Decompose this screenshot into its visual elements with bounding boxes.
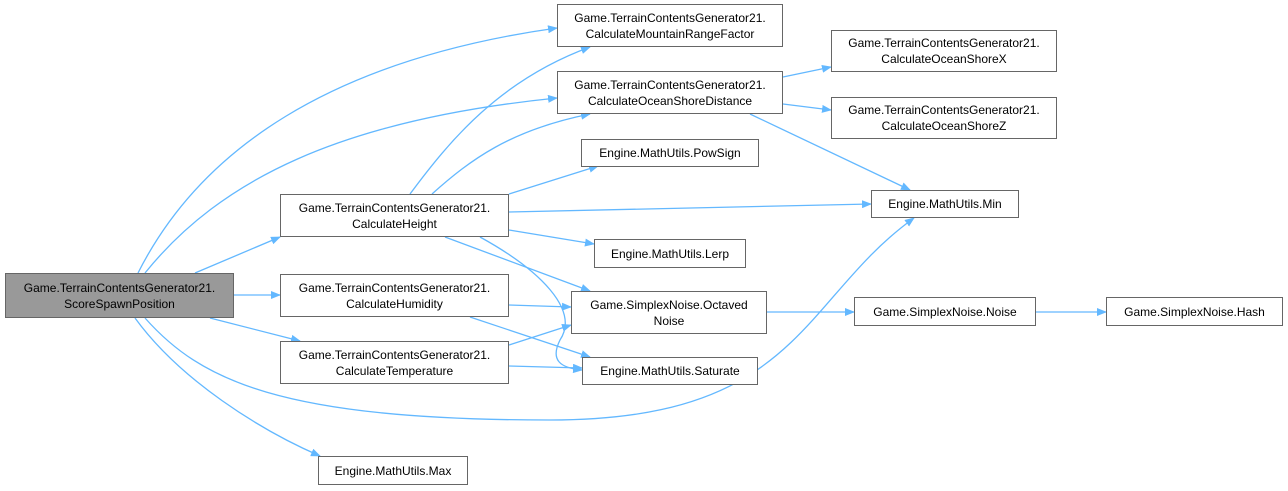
node-calculate-ocean-shore-distance[interactable]: Game.TerrainContentsGenerator21. Calcula… — [557, 71, 783, 114]
node-label: Game.TerrainContentsGenerator21. — [298, 347, 491, 362]
node-mathutils-min[interactable]: Engine.MathUtils.Min — [871, 190, 1019, 218]
node-label: CalculateOceanShoreDistance — [587, 93, 753, 108]
node-label: ScoreSpawnPosition — [64, 296, 175, 311]
edge-ocean-to-min — [749, 113, 911, 191]
node-simplex-noise[interactable]: Game.SimplexNoise.Noise — [854, 297, 1036, 326]
edge-height-to-oct — [444, 236, 591, 292]
node-calculate-height[interactable]: Game.TerrainContentsGenerator21. Calcula… — [280, 194, 509, 237]
edge-height-to-min — [508, 200, 872, 213]
node-calculate-ocean-shore-z[interactable]: Game.TerrainContentsGenerator21. Calcula… — [831, 97, 1057, 139]
edge-root-to-height — [194, 236, 281, 274]
node-label: Engine.MathUtils.Min — [888, 197, 1002, 211]
node-label: CalculateOceanShoreZ — [881, 119, 1007, 133]
node-mathutils-powsign[interactable]: Engine.MathUtils.PowSign — [581, 139, 759, 167]
node-calculate-mountain-range-factor[interactable]: Game.TerrainContentsGenerator21. Calcula… — [557, 4, 783, 47]
node-label: CalculateHumidity — [346, 296, 443, 311]
node-label: Engine.MathUtils.Saturate — [600, 364, 740, 378]
node-label: Game.TerrainContentsGenerator21. — [848, 103, 1040, 117]
node-label: Game.SimplexNoise.Noise — [873, 304, 1017, 319]
node-label: Game.TerrainContentsGenerator21. — [848, 36, 1040, 50]
node-label: Game.SimplexNoise.Hash — [1124, 304, 1265, 319]
node-label: CalculateMountainRangeFactor — [585, 26, 755, 41]
edge-root-to-max — [134, 317, 321, 457]
node-calculate-ocean-shore-x[interactable]: Game.TerrainContentsGenerator21. Calcula… — [831, 30, 1057, 72]
node-label: Noise — [653, 313, 685, 328]
node-score-spawn-position[interactable]: Game.TerrainContentsGenerator21. ScoreSp… — [5, 273, 234, 318]
node-calculate-humidity[interactable]: Game.TerrainContentsGenerator21. Calcula… — [280, 274, 509, 317]
edge-humid-to-oct — [508, 302, 572, 311]
edge-humid-to-sat — [469, 316, 591, 358]
node-mathutils-saturate[interactable]: Engine.MathUtils.Saturate — [582, 357, 758, 385]
edge-ocean-to-oceanx — [782, 64, 832, 78]
node-label: Game.SimplexNoise.Octaved — [590, 297, 748, 312]
edge-height-to-pow — [508, 164, 599, 195]
edge-root-to-ocean — [144, 94, 558, 274]
node-label: Engine.MathUtils.Lerp — [610, 246, 730, 261]
edge-height-to-ocean — [431, 111, 591, 195]
edge-ocean-to-oceanz — [782, 103, 832, 113]
node-mathutils-lerp[interactable]: Engine.MathUtils.Lerp — [594, 239, 746, 268]
node-label: CalculateOceanShoreX — [881, 52, 1007, 66]
node-label: Engine.MathUtils.PowSign — [599, 146, 741, 160]
node-label: Engine.MathUtils.Max — [334, 463, 452, 478]
edge-root-to-min — [144, 217, 915, 421]
node-simplex-hash[interactable]: Game.SimplexNoise.Hash — [1106, 297, 1283, 326]
node-label: CalculateHeight — [352, 216, 437, 231]
node-mathutils-max[interactable]: Engine.MathUtils.Max — [318, 456, 468, 485]
node-label: Game.TerrainContentsGenerator21. — [23, 280, 216, 295]
node-label: Game.TerrainContentsGenerator21. — [298, 280, 491, 295]
edge-temp-to-sat — [508, 363, 583, 372]
node-label: Game.TerrainContentsGenerator21. — [574, 77, 766, 92]
edge-height-to-lerp — [508, 229, 595, 247]
edge-root-to-mount — [137, 25, 558, 274]
node-octaved-noise[interactable]: Game.SimplexNoise.Octaved Noise — [571, 291, 767, 334]
node-label: CalculateTemperature — [335, 363, 454, 378]
edge-root-to-temp — [209, 317, 301, 343]
edge-temp-to-oct — [508, 323, 572, 346]
edge-height-to-mount — [409, 46, 591, 195]
node-label: Game.TerrainContentsGenerator21. — [298, 200, 491, 215]
node-calculate-temperature[interactable]: Game.TerrainContentsGenerator21. Calcula… — [280, 341, 509, 384]
node-label: Game.TerrainContentsGenerator21. — [574, 10, 766, 25]
